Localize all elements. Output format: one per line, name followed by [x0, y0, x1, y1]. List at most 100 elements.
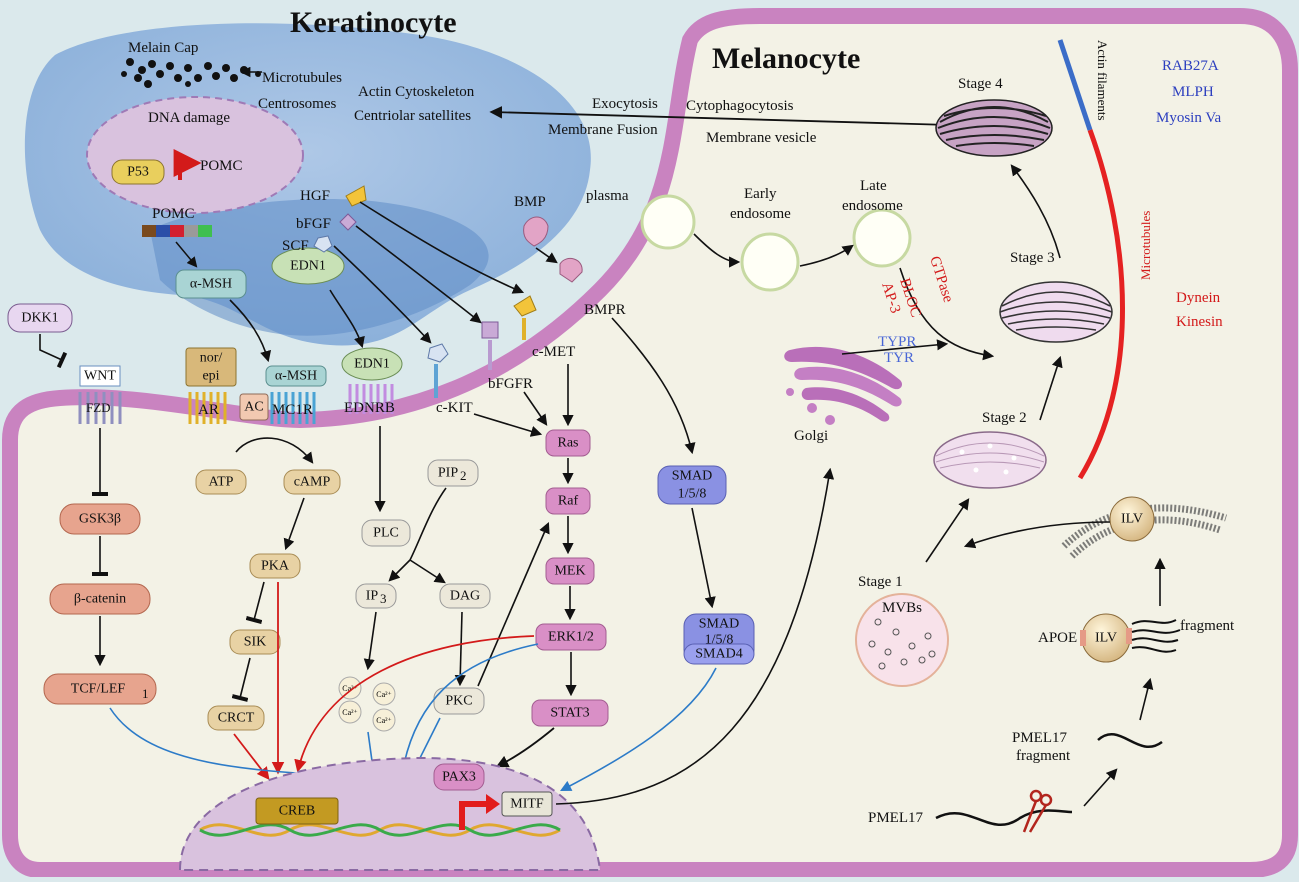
sik-node [229, 629, 281, 655]
bfgf-to-bfgfr-arrow [355, 225, 482, 324]
exocytosis-label: Exocytosis [592, 96, 658, 112]
smad158-label-1: SMAD [672, 469, 712, 484]
ras-node [545, 429, 591, 457]
melanocyte-cell-membrane [2, 7, 1298, 878]
dag-label: DAG [450, 589, 480, 604]
plasma-label: plasma [586, 188, 629, 204]
mvbs-body [855, 593, 949, 687]
pmel17-fragment-label-2: fragment [1016, 748, 1071, 764]
fragment-label: fragment [1180, 618, 1235, 634]
smad4-node [683, 643, 755, 665]
dag-to-pkc-arrow [454, 611, 466, 687]
scissors-icon [1022, 789, 1053, 833]
pomc-to-amsh-arrow [175, 241, 198, 268]
pip2-label: PIP [438, 466, 458, 481]
edn1-keratinocyte-label: EDN1 [290, 259, 326, 274]
cytophagocytosis-label: Cytophagocytosis [686, 98, 794, 114]
ilv-to-stage2-arrow [963, 521, 1111, 549]
bfgfr-ligand-icon [481, 321, 499, 339]
stage1-label: Stage 1 [858, 574, 903, 590]
mitf-node [501, 791, 553, 817]
gsk3b-node [59, 503, 141, 535]
late-endosome [852, 208, 912, 268]
edn1-to-ednrb-arrow [329, 289, 365, 349]
nor-epi-label-2: epi [202, 369, 219, 384]
microtubules-melanocyte-label: Microtubules [1138, 211, 1153, 280]
stage1-to-stage2-arrow [925, 498, 970, 563]
erk-label: ERK1/2 [548, 630, 594, 645]
fzd-receptor-icon [78, 392, 122, 424]
camp-to-pka-arrow [283, 497, 305, 551]
pka-node [249, 553, 301, 579]
melanocyte-title: Melanocyte [712, 42, 860, 75]
sik-inhibit-crct [231, 657, 251, 702]
melanocyte-nucleus [178, 756, 602, 871]
pmel17-fragment-fibers [1131, 619, 1181, 653]
amsh-keratinocyte-label: α-MSH [190, 277, 232, 292]
actin-filament-line [1057, 39, 1093, 131]
pax3-label: PAX3 [442, 770, 476, 785]
ac-label: AC [244, 400, 263, 415]
mek-node [545, 557, 595, 585]
pka-label: PKA [261, 559, 290, 574]
bmp-label: BMP [514, 194, 546, 210]
amsh-to-mc1r-arrow [229, 299, 272, 363]
ilv-upper-label: ILV [1121, 512, 1143, 527]
mc1r-label: MC1R [272, 402, 313, 418]
mitf-to-golgi-arrow [555, 467, 835, 805]
stage3-melanosome [999, 281, 1113, 343]
melain-cap-label: Melain Cap [128, 40, 198, 56]
dkk1-inhibit-wnt [39, 334, 68, 369]
mek-label: MEK [554, 564, 585, 579]
pmel17-cleavage-arrow [1083, 768, 1118, 807]
bfgfr-to-ras-arrow [523, 391, 548, 426]
calcium-ions [338, 676, 396, 732]
apoe-label: APOE [1038, 630, 1077, 646]
p53-node [111, 159, 165, 185]
creb-label: CREB [279, 804, 316, 819]
stat3-to-pax3-arrow [495, 727, 555, 768]
bfgf-label: bFGF [296, 216, 331, 232]
camp-label: cAMP [294, 475, 331, 490]
ac-node [239, 393, 269, 421]
sik-label: SIK [244, 635, 267, 650]
pmel17-fragment-squiggle [1097, 733, 1163, 749]
edn1-keratinocyte-node [271, 247, 345, 285]
pax3-node [433, 763, 485, 791]
stage4-melanosome [935, 99, 1053, 157]
p53-label: P53 [127, 165, 149, 180]
pkc-label: PKC [445, 694, 472, 709]
melanosome-transfer-arrow [489, 105, 951, 126]
ilv-marker [1126, 628, 1132, 644]
cmet-ligand-icon [513, 295, 537, 317]
mitf-promoter-arrowhead [486, 794, 500, 814]
edn1-melanocyte-node [341, 347, 403, 381]
hgf-icon [345, 185, 367, 207]
apoe-marker [1080, 630, 1086, 646]
pkc-node [433, 687, 485, 715]
golgi-label: Golgi [794, 428, 828, 444]
hgf-label: HGF [300, 188, 330, 204]
stage2-to-stage3-arrow [1039, 355, 1063, 421]
wnt-label: WNT [84, 369, 116, 384]
stat3-label: STAT3 [550, 706, 589, 721]
stage2-label: Stage 2 [982, 410, 1027, 426]
scf-label: SCF [282, 238, 309, 254]
pip2-to-dag-arrow [409, 559, 446, 584]
pip2-sub: 2 [460, 468, 467, 483]
ip3-to-ca-arrow [363, 611, 377, 671]
dag-node [439, 583, 491, 609]
membrane-vesicle-label: Membrane vesicle [706, 130, 817, 146]
creb-node [255, 797, 339, 825]
bmpr-receptor-icon [559, 257, 583, 283]
pip2-split-line [409, 487, 447, 561]
rab27a-label: RAB27A [1162, 58, 1219, 74]
dynein-label: Dynein [1176, 290, 1221, 306]
amsh-keratinocyte-node [175, 269, 247, 299]
bcatenin-node [49, 583, 151, 615]
bmp-to-bmpr-arrow [535, 247, 558, 264]
pip2-to-ip3-arrow [388, 559, 411, 582]
edn1-melanocyte-label: EDN1 [354, 357, 390, 372]
ca-label-3: Ca²⁺ [342, 708, 358, 717]
